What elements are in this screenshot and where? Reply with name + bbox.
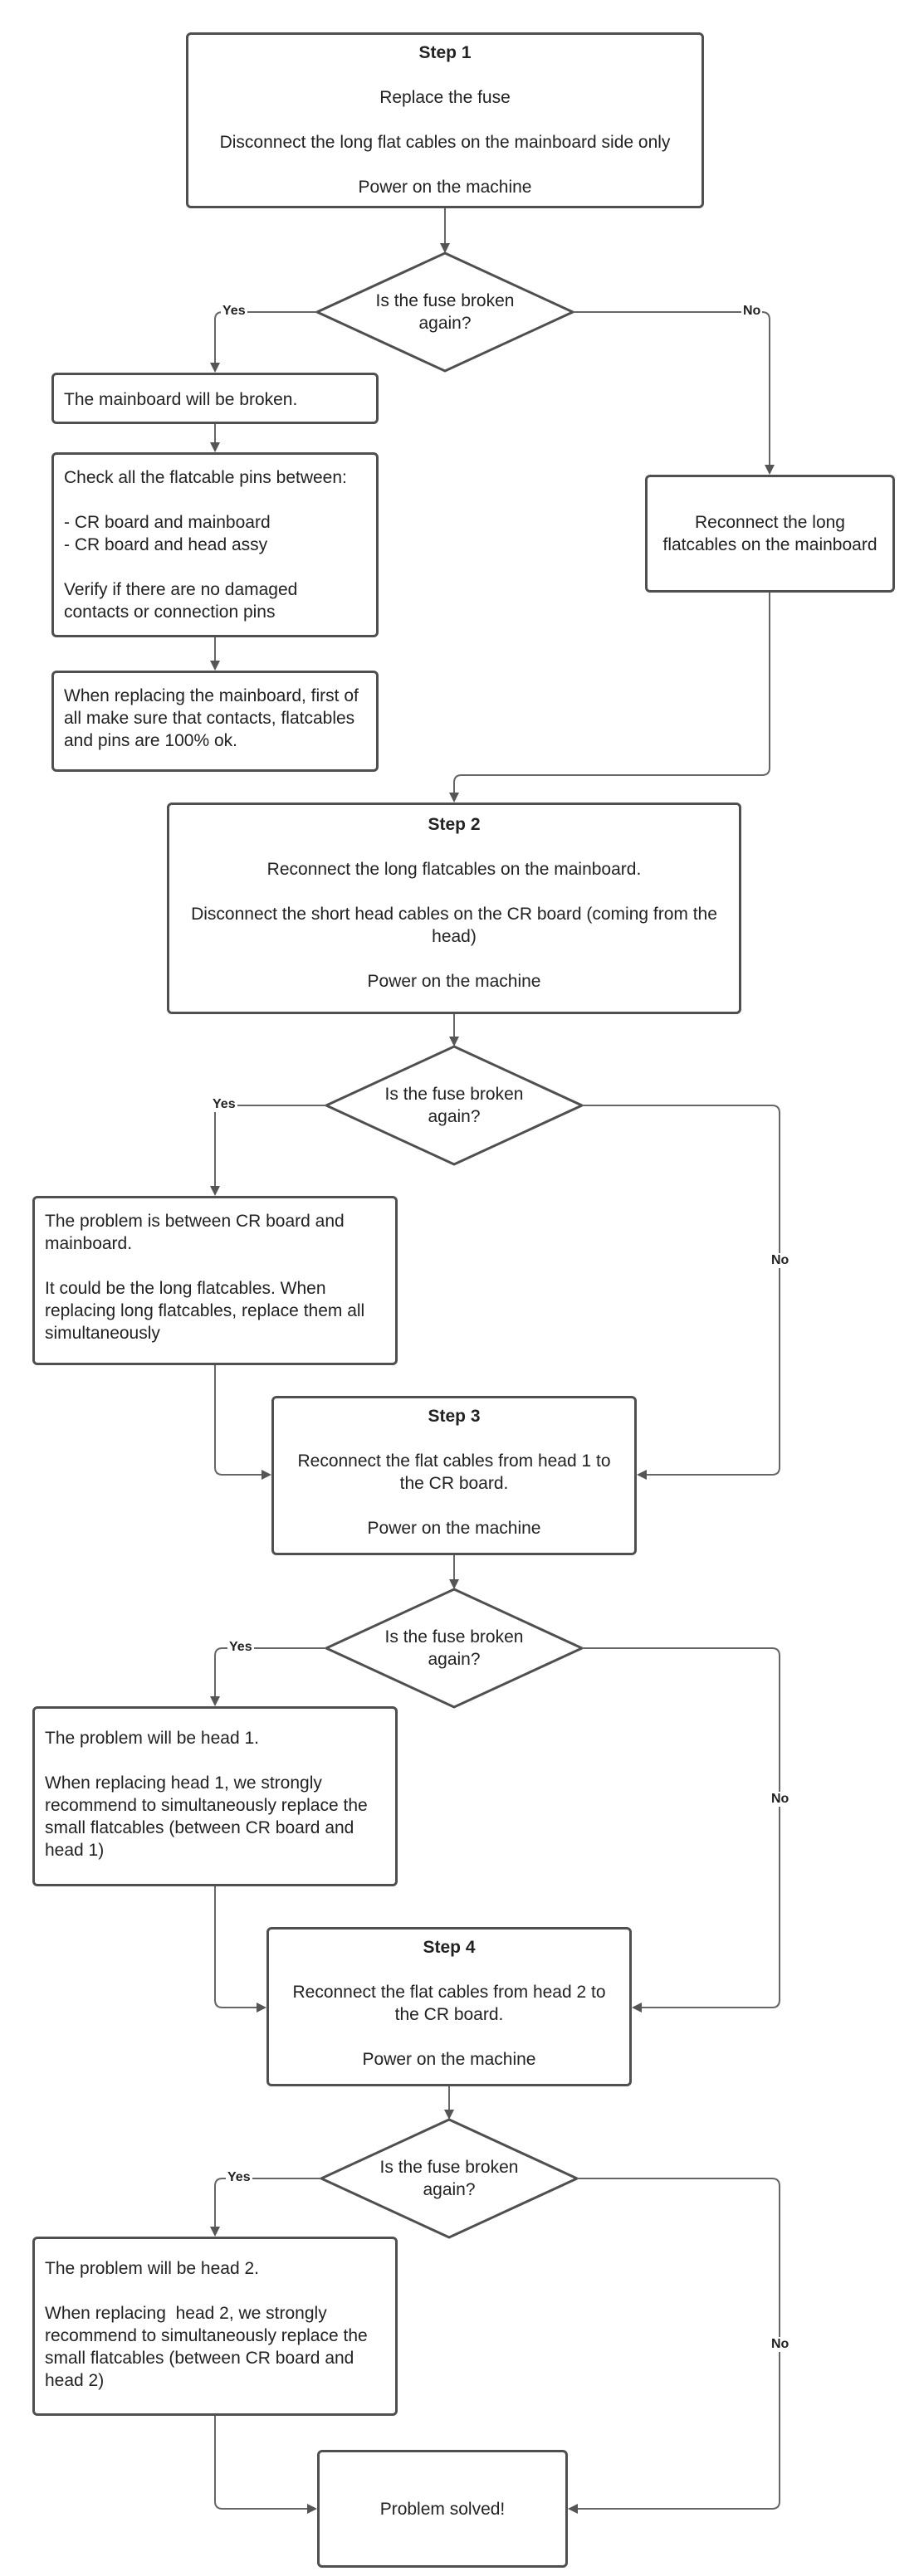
replace-mainboard-text: When replacing the mainboard, first of a… [64, 686, 364, 750]
step4-line: Reconnect the flat cables from head 2 to… [292, 1983, 611, 2024]
edge-q2-no [582, 1105, 780, 1480]
decision-diamond-2 [323, 1045, 585, 1166]
decision-3-text: Is the fuse broken again? [384, 1627, 524, 1669]
check-pins-line: Check all the flatcable pins between: [64, 468, 347, 487]
edge-label-yes: Yes [227, 1640, 254, 1655]
step2-line: Reconnect the long flatcables on the mai… [266, 860, 642, 879]
head1-box: The problem will be head 1. When replaci… [32, 1706, 398, 1886]
edge-reconnect-step2 [449, 593, 770, 803]
solved-box: Problem solved! [317, 2450, 568, 2568]
step3-line: Power on the machine [367, 1519, 541, 1538]
check-pins-line: - CR board and head assy [64, 535, 268, 554]
reconnect-long-text: Reconnect the long flatcables on the mai… [662, 513, 877, 554]
edge-q3-no [582, 1647, 780, 2013]
check-pins-line: Verify if there are no damaged contacts … [64, 580, 303, 622]
head2-box: The problem will be head 2. When replaci… [32, 2237, 398, 2416]
problem-cr-box: The problem is between CR board and main… [32, 1196, 398, 1365]
edge-q1-no [573, 311, 775, 475]
step1-line: Disconnect the long flat cables on the m… [219, 133, 671, 152]
edge-q4-yes [210, 2178, 321, 2237]
edge-head2-solved [214, 2416, 317, 2514]
step4-title: Step 4 [423, 1938, 476, 1957]
edge-label-no: No [741, 304, 763, 319]
step2-box: Step 2 Reconnect the long flatcables on … [167, 803, 741, 1014]
decision-diamond-4 [318, 2118, 580, 2239]
step2-title: Step 2 [428, 815, 481, 834]
edge-label-no: No [770, 1253, 791, 1268]
step3-title: Step 3 [428, 1407, 481, 1426]
step1-line: Power on the machine [358, 178, 532, 197]
edge-label-no: No [770, 1792, 791, 1807]
step1-line: Replace the fuse [379, 88, 511, 107]
replace-mainboard-box: When replacing the mainboard, first of a… [51, 671, 379, 772]
edge-label-yes: Yes [226, 2170, 252, 2185]
edge-label-yes: Yes [211, 1097, 237, 1112]
head1-line: When replacing head 1, we strongly recom… [45, 1773, 373, 1860]
edge-head1-step4 [214, 1886, 266, 2013]
decision-diamond-1 [314, 251, 576, 373]
check-pins-box: Check all the flatcable pins between: - … [51, 452, 379, 637]
step1-box: Step 1 Replace the fuse Disconnect the l… [186, 32, 704, 208]
step3-box: Step 3 Reconnect the flat cables from he… [271, 1396, 637, 1555]
edge-cr-step3 [214, 1365, 271, 1480]
edge-q4-no [568, 2178, 780, 2514]
step4-box: Step 4 Reconnect the flat cables from he… [266, 1927, 632, 2086]
edge-q3-yes [210, 1647, 326, 1706]
decision-4-text: Is the fuse broken again? [379, 2158, 519, 2199]
step3-line: Reconnect the flat cables from head 1 to… [297, 1451, 616, 1493]
head1-line: The problem will be head 1. [45, 1729, 259, 1748]
reconnect-long-box: Reconnect the long flatcables on the mai… [645, 475, 895, 593]
check-pins-line: - CR board and mainboard [64, 513, 271, 532]
step2-line: Power on the machine [367, 972, 541, 991]
head2-line: The problem will be head 2. [45, 2259, 259, 2278]
edge-label-yes: Yes [221, 304, 247, 319]
step2-line: Disconnect the short head cables on the … [191, 905, 722, 946]
decision-1-text: Is the fuse broken again? [375, 291, 515, 333]
edge-q1-yes [210, 311, 317, 373]
solved-text: Problem solved! [379, 2499, 506, 2519]
mainboard-broken-box: The mainboard will be broken. [51, 373, 379, 424]
mainboard-broken-text: The mainboard will be broken. [64, 390, 298, 409]
decision-2-text: Is the fuse broken again? [384, 1085, 524, 1126]
step4-line: Power on the machine [362, 2050, 536, 2069]
step1-title: Step 1 [418, 43, 472, 62]
problem-cr-line: The problem is between CR board and main… [45, 1212, 350, 1253]
edge-q2-yes [210, 1105, 326, 1196]
head2-line: When replacing head 2, we strongly recom… [45, 2304, 373, 2390]
edge-label-no: No [770, 2337, 791, 2352]
decision-diamond-3 [323, 1588, 585, 1709]
problem-cr-line: It could be the long flatcables. When re… [45, 1279, 370, 1343]
